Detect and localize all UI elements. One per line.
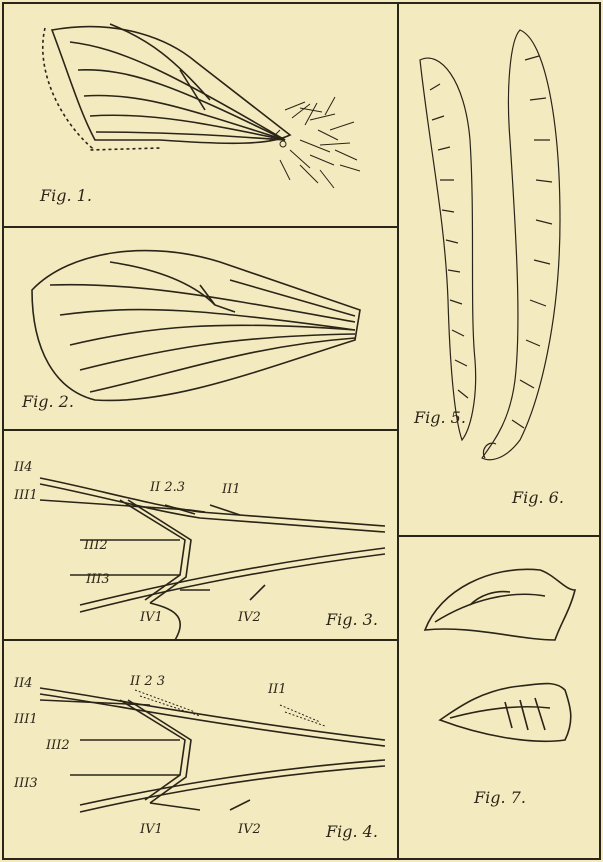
fig3-vein-label-III1: III1 — [14, 488, 38, 503]
fig7-shapes-drawing — [425, 569, 575, 741]
fig3-vein-label-III3: III3 — [86, 572, 110, 587]
fig5-appendage-drawing — [420, 58, 476, 440]
fig4-vein-label-II1: II1 — [268, 682, 287, 697]
fig4-vein-label-III2: III2 — [46, 738, 70, 753]
fig3-vein-label-III2: III2 — [84, 538, 108, 553]
fig3-vein-label-IV2: IV2 — [238, 610, 261, 625]
fig4-vein-label-II23: II 2 3 — [130, 674, 165, 689]
fig3-vein-label-II23: II 2.3 — [150, 480, 185, 495]
fig6-appendage-drawing — [482, 30, 560, 460]
fig4-vein-label-III1: III1 — [14, 712, 38, 727]
fig3-vein-label-II1: II1 — [222, 482, 241, 497]
fig3-vein-label-IV1: IV1 — [140, 610, 163, 625]
fig1-fur-tuft — [270, 97, 360, 188]
fig4-vein-label-III3: III3 — [14, 776, 38, 791]
fig1-label: Fig. 1. — [40, 186, 92, 205]
fig7-label: Fig. 7. — [474, 788, 526, 807]
fig3-label: Fig. 3. — [326, 610, 378, 629]
fig3-vein-label-II4: II4 — [14, 460, 33, 475]
fig4-vein-label-II4: II4 — [14, 676, 33, 691]
fig4-vein-label-IV2: IV2 — [238, 822, 261, 837]
fig2-wing-drawing — [32, 251, 360, 401]
fig4-vein-label-IV1: IV1 — [140, 822, 163, 837]
fig6-label: Fig. 6. — [512, 488, 564, 507]
fig4-vein-drawing — [40, 688, 385, 812]
fig4-label: Fig. 4. — [326, 822, 378, 841]
fig1-wing-drawing — [43, 24, 290, 150]
fig5-label: Fig. 5. — [414, 408, 466, 427]
fig2-label: Fig. 2. — [22, 392, 74, 411]
